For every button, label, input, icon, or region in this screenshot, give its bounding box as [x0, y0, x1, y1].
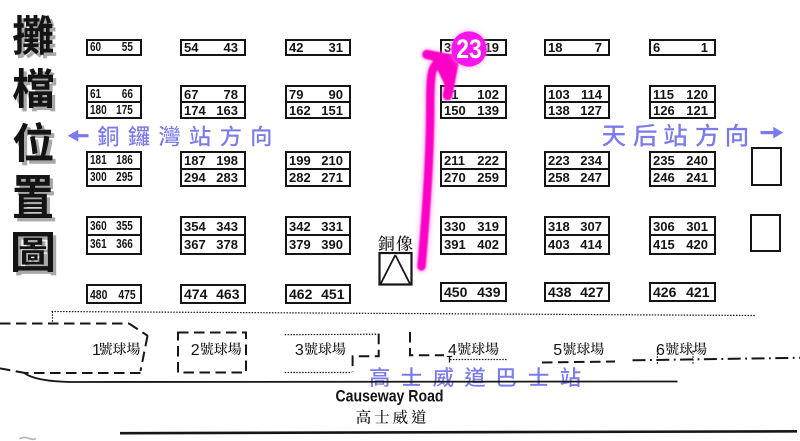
svg-text:23: 23	[456, 34, 482, 64]
svg-text:3: 3	[295, 342, 304, 359]
svg-text:2: 2	[191, 342, 200, 359]
svg-text:4: 4	[448, 342, 457, 359]
svg-text:6: 6	[656, 342, 665, 359]
svg-text:5: 5	[553, 342, 562, 359]
svg-text:1: 1	[92, 342, 101, 359]
svg-text:Causeway Road: Causeway Road	[336, 388, 444, 406]
